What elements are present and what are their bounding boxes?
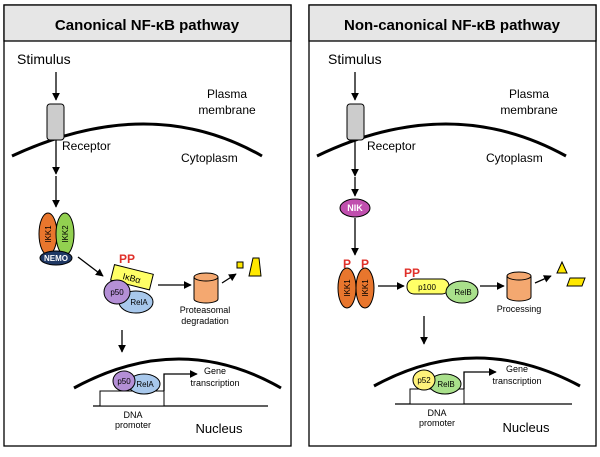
nucleus-label: Nucleus (196, 421, 243, 436)
processing-fragment (566, 277, 586, 287)
phospho-p100-label: PP (404, 266, 420, 280)
non-canonical-title-bar (308, 4, 597, 42)
ikk2-label: IKK2 (61, 225, 70, 243)
phospho-ikba-label: PP (119, 252, 135, 266)
p52-label: p52 (417, 376, 431, 385)
p100-label: p100 (418, 283, 436, 292)
ikk1-label: IKK1 (343, 279, 352, 297)
ikba-label: IκBα (122, 271, 142, 285)
nuclear-membrane (73, 357, 282, 390)
p50-label: p50 (110, 288, 124, 297)
p50-protein (103, 279, 131, 305)
nemo-subunit (39, 250, 73, 266)
receptor (46, 103, 65, 141)
relb-nuclear-label: RelB (437, 380, 454, 389)
rela-label: RelA (130, 298, 148, 307)
nik-label: NIK (347, 203, 363, 213)
phospho-ikk1-left: P (343, 257, 351, 271)
plasma-membrane (316, 122, 567, 158)
plasma-membrane (11, 122, 263, 158)
ikk1-subunit-2 (355, 267, 375, 309)
plasma-membrane-label-2: membrane (500, 103, 558, 117)
canonical-panel: Canonical NF-κB pathway Stimulus Plasma … (3, 4, 292, 447)
plasma-membrane-label-2: membrane (198, 103, 256, 117)
proteasomal-label: Proteasomal (180, 305, 231, 315)
relb-label: RelB (454, 288, 471, 297)
canonical-title-bar (3, 4, 292, 42)
dna-label: DNA (427, 408, 446, 418)
receptor (346, 103, 365, 141)
promoter-label: promoter (115, 420, 151, 430)
proteasome (506, 276, 532, 302)
transcription-label: transcription (492, 376, 541, 386)
nucleus-label: Nucleus (503, 420, 550, 435)
plasma-membrane-label: Plasma (509, 87, 549, 101)
cytoplasm-label: Cytoplasm (181, 151, 238, 165)
stimulus-label: Stimulus (328, 51, 382, 67)
degradation-label: degradation (181, 316, 229, 326)
promoter-label: promoter (419, 418, 455, 428)
non-canonical-panel: Non-canonical NF-κB pathway Stimulus Pla… (308, 4, 597, 447)
degradation-fragment (248, 257, 262, 277)
processing-label: Processing (497, 304, 542, 314)
promoter-box (99, 390, 165, 407)
canonical-title: Canonical NF-κB pathway (55, 17, 240, 34)
plasma-membrane-label: Plasma (207, 87, 247, 101)
stimulus-label: Stimulus (17, 51, 71, 67)
proteasome (193, 277, 219, 304)
ikk1-label: IKK1 (44, 225, 53, 243)
ikba-protein (110, 264, 154, 291)
nik-protein (339, 198, 371, 218)
nuclear-membrane (373, 356, 581, 388)
non-canonical-title: Non-canonical NF-κB pathway (344, 17, 561, 34)
p50-protein-nuclear (112, 370, 136, 392)
degradation-fragment (236, 261, 244, 269)
rela-nuclear-label: RelA (136, 380, 154, 389)
cytoplasm-label: Cytoplasm (486, 151, 543, 165)
receptor-label: Receptor (62, 139, 111, 153)
dna-label: DNA (123, 410, 142, 420)
p50-nuclear-label: p50 (117, 377, 131, 386)
processing-fragment (556, 260, 568, 274)
gene-label: Gene (204, 366, 226, 376)
nemo-label: NEMO (44, 254, 68, 263)
relb-protein (445, 280, 479, 304)
phospho-ikk1-right: P (361, 257, 369, 271)
gene-label: Gene (506, 364, 528, 374)
receptor-label: Receptor (367, 139, 416, 153)
transcription-label: transcription (190, 378, 239, 388)
p52-protein-nuclear (412, 369, 436, 391)
ikk1-label-2: IKK1 (361, 279, 370, 297)
